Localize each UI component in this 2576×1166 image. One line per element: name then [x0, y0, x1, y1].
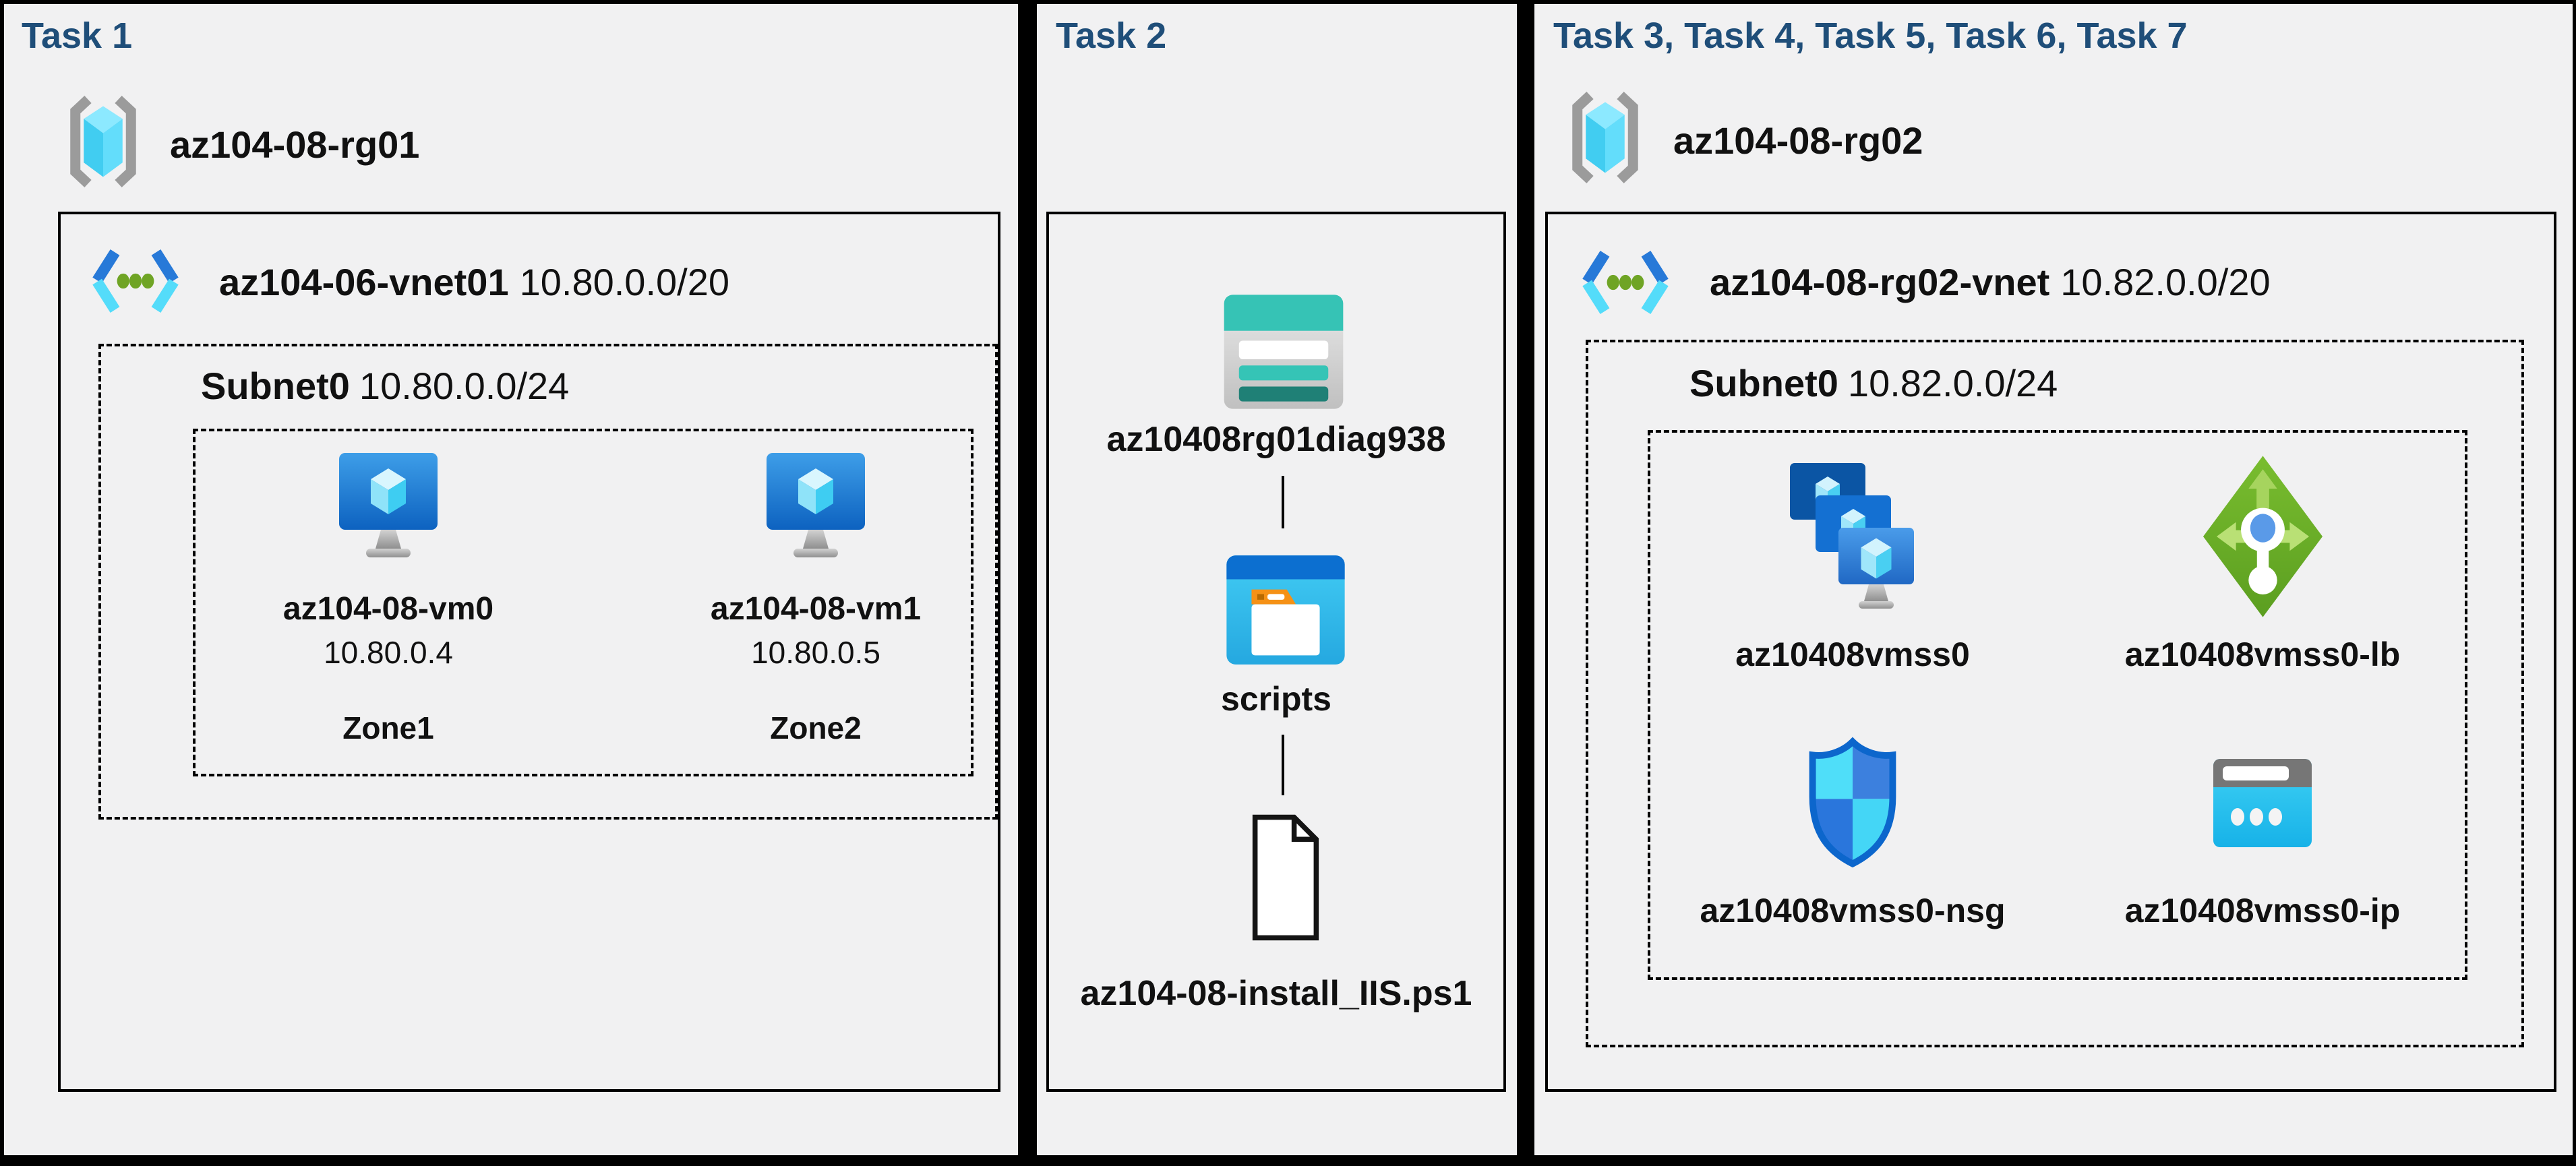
file-name: az104-08-install_IIS.ps1 [1080, 974, 1472, 1013]
task2-title: Task 2 [1056, 16, 1167, 56]
nsg-group: az10408vmss0-nsg [1664, 725, 2041, 930]
blob-container-icon [1224, 553, 1347, 667]
public-ip-icon [2212, 725, 2313, 880]
vm-scale-set-icon [1789, 449, 1917, 624]
panel-task3-7: Task 3, Task 4, Task 5, Task 6, Task 7 a… [1534, 4, 2573, 1155]
subnet-cidr: 10.82.0.0/24 [1847, 362, 2058, 404]
subnet-name: Subnet0 [201, 365, 350, 407]
vm0-group: az104-08-vm0 10.80.0.4 Zone1 [237, 452, 540, 746]
task3-title: Task 3, Task 4, Task 5, Task 6, Task 7 [1553, 16, 2188, 56]
vm-group-box: az104-08-vm0 10.80.0.4 Zone1 az104-08-vm… [193, 429, 974, 776]
vm0-name: az104-08-vm0 [282, 591, 494, 627]
connector-line [1282, 735, 1284, 795]
resource-group-icon [1563, 90, 1648, 185]
subnet-cidr: 10.80.0.0/24 [359, 365, 570, 407]
storage-flow-box: az10408rg01diag938 scripts az104-08-inst… [1046, 212, 1506, 1092]
connector-line [1282, 476, 1284, 528]
storage-account-icon [1222, 290, 1346, 414]
storage-account-name: az10408rg01diag938 [1106, 420, 1446, 459]
vm0-ip: 10.80.0.4 [324, 635, 453, 670]
virtual-machine-icon [767, 453, 865, 557]
resources-box: az10408vmss0 az104 [1648, 430, 2467, 980]
load-balancer-icon [2200, 449, 2326, 624]
vm1-group: az104-08-vm1 10.80.0.5 Zone2 [664, 452, 967, 746]
vm1-name: az104-08-vm1 [710, 591, 922, 627]
vnet-icon [90, 241, 181, 321]
resource-group-name: az104-08-rg01 [170, 123, 420, 166]
task1-title: Task 1 [22, 16, 133, 56]
vm1-zone: Zone2 [770, 710, 862, 745]
container-name: scripts [1221, 680, 1331, 718]
vnet-name: az104-06-vnet01 [219, 261, 509, 303]
resource-group-icon [61, 94, 146, 189]
virtual-machine-icon [339, 453, 438, 557]
vnet-icon [1580, 243, 1671, 322]
vnet-cidr: 10.82.0.0/20 [2060, 261, 2271, 303]
load-balancer-group: az10408vmss0-lb [2074, 449, 2451, 674]
resource-group-name: az104-08-rg02 [1673, 119, 1923, 162]
vnet-cidr: 10.80.0.0/20 [519, 261, 729, 303]
panel-task2: Task 2 az10408rg01diag938 scripts [1037, 4, 1517, 1155]
vmss-name: az10408vmss0 [1735, 636, 1970, 673]
public-ip-name: az10408vmss0-ip [2124, 892, 2401, 929]
public-ip-group: az10408vmss0-ip [2074, 725, 2451, 930]
vm1-ip: 10.80.0.5 [751, 635, 880, 670]
nsg-name: az10408vmss0-nsg [1700, 892, 2006, 929]
vmss-group: az10408vmss0 [1664, 449, 2041, 674]
load-balancer-name: az10408vmss0-lb [2124, 636, 2401, 673]
nsg-icon [1800, 725, 1905, 880]
subnet-name: Subnet0 [1689, 362, 1838, 404]
file-icon [1243, 813, 1328, 942]
vnet-name: az104-08-rg02-vnet [1710, 261, 2050, 303]
vm0-zone: Zone1 [342, 710, 434, 745]
